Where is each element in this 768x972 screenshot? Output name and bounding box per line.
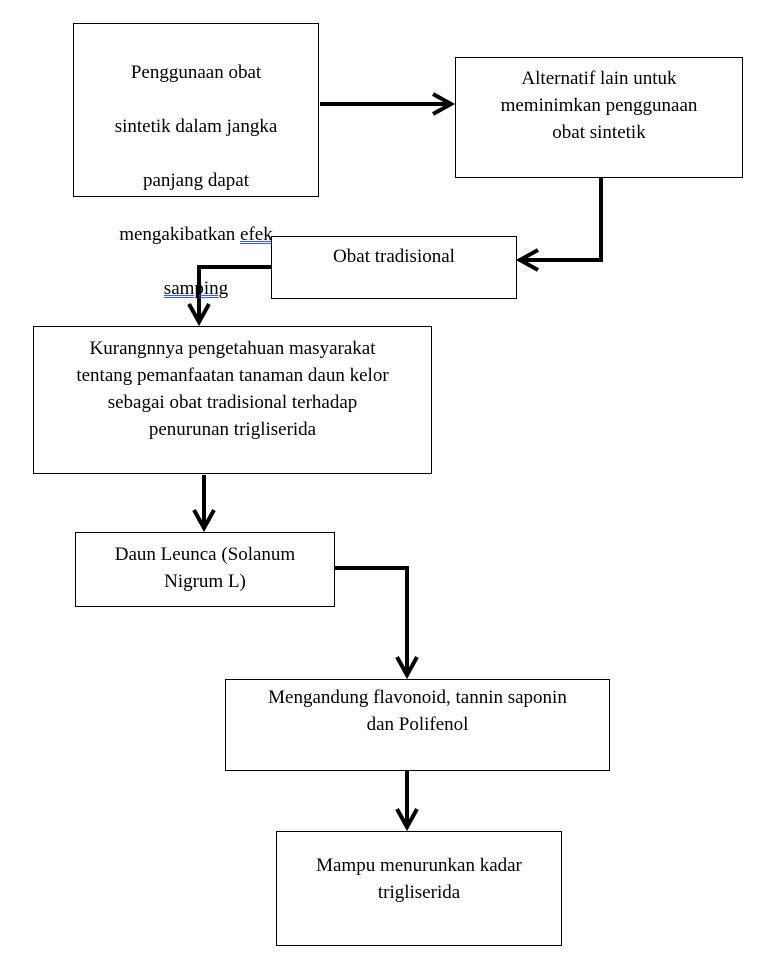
box-synthetic-drug-side-effects: Penggunaan obat sintetik dalam jangka pa… bbox=[73, 23, 319, 299]
box1-underlined-efek: efek bbox=[240, 224, 273, 245]
box1-line3: panjang dapat bbox=[142, 170, 250, 191]
arrow-box5-to-box6 bbox=[335, 566, 407, 675]
box-daun-leunca: Daun Leunca (Solanum Nigrum L) bbox=[75, 532, 335, 607]
box1-underlined-samping: samping bbox=[163, 278, 229, 299]
box1-line2: sintetik dalam jangka bbox=[114, 116, 278, 137]
box1-line4-prefix: mengakibatkan bbox=[119, 224, 241, 245]
box2-text: Alternatif lain untuk meminimkan penggun… bbox=[500, 68, 698, 143]
box-alternative: Alternatif lain untuk meminimkan penggun… bbox=[455, 57, 743, 178]
arrow-box2-to-box3 bbox=[520, 178, 603, 260]
box7-text: Mampu menurunkan kadar trigliserida bbox=[316, 855, 522, 903]
box1-line1: Penggunaan obat bbox=[130, 62, 262, 83]
box6-text: Mengandung flavonoid, tannin saponin dan… bbox=[268, 687, 567, 735]
box5-text: Daun Leunca (Solanum Nigrum L) bbox=[114, 544, 296, 592]
box-result: Mampu menurunkan kadar trigliserida bbox=[276, 831, 562, 946]
box-traditional-medicine: Obat tradisional bbox=[271, 236, 517, 299]
box4-text: Kurangnnya pengetahuan masyarakat tentan… bbox=[76, 338, 389, 440]
box-lack-of-knowledge: Kurangnnya pengetahuan masyarakat tentan… bbox=[33, 326, 432, 474]
box-contents: Mengandung flavonoid, tannin saponin dan… bbox=[225, 679, 610, 771]
box3-text: Obat tradisional bbox=[333, 246, 455, 267]
